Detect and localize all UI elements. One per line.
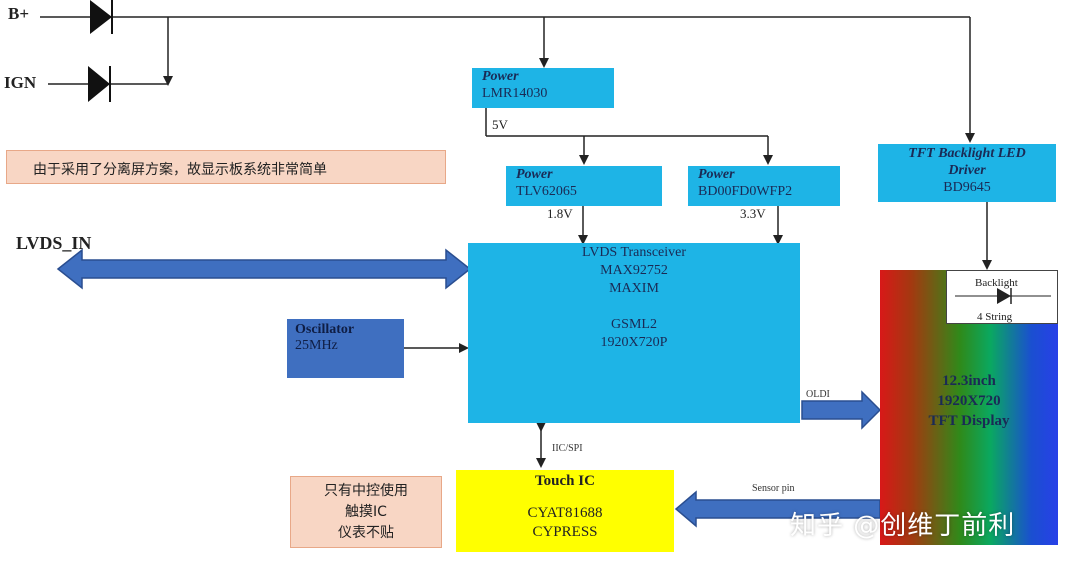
power-lmr-title: Power — [482, 69, 519, 84]
backlight-driver-title1: TFT Backlight LED — [908, 146, 1026, 161]
note-top: 由于采用了分离屏方案，故显示板系统非常简单 — [6, 150, 446, 184]
backlight-driver-part: BD9645 — [943, 180, 991, 195]
bplus-label: B+ — [8, 4, 30, 23]
lvds-line2: MAX92752 — [600, 263, 668, 278]
display-line2: 1920X720 — [937, 393, 1001, 409]
oscillator-box: Oscillator 25MHz — [287, 319, 404, 378]
five-volt-label: 5V — [492, 117, 508, 132]
sensor-pin-label: Sensor pin — [752, 483, 795, 494]
power-tlv62065-box: Power TLV62065 — [506, 166, 662, 206]
backlight-driver-title2: Driver — [948, 163, 986, 178]
lvds-transceiver-box: LVDS Transceiver MAX92752 MAXIM GSML2 19… — [468, 243, 800, 423]
note-bottom: 只有中控使用 触摸IC 仪表不贴 — [290, 476, 442, 548]
lvds-in-label: LVDS_IN — [16, 233, 92, 253]
lvds-line1: LVDS Transceiver — [581, 245, 687, 260]
oscillator-title: Oscillator — [295, 322, 355, 337]
power-bd00fd0wfp2-box: Power BD00FD0WFP2 — [688, 166, 840, 206]
touch-ic-box: Touch IC CYAT81688 CYPRESS — [456, 470, 674, 552]
touch-vendor: CYPRESS — [532, 524, 598, 540]
display-line1: 12.3inch — [942, 373, 996, 389]
backlight-label: Backlight — [975, 277, 1018, 289]
lvds-line5: 1920X720P — [600, 335, 668, 350]
display-line3: TFT Display — [928, 413, 1010, 429]
backlight-panel: Backlight 4 String — [946, 270, 1058, 324]
iic-spi-label: IIC/SPI — [552, 443, 583, 454]
power-bd-title: Power — [698, 167, 735, 182]
touch-title: Touch IC — [535, 473, 595, 489]
v18-label: 1.8V — [547, 206, 573, 221]
ign-diode — [88, 66, 110, 102]
oscillator-freq: 25MHz — [295, 338, 338, 353]
bplus-diode — [90, 0, 112, 34]
power-tlv-title: Power — [516, 167, 553, 182]
lvds-line3: MAXIM — [609, 281, 659, 296]
oldi-label: OLDI — [806, 389, 830, 400]
note-bottom-line3: 仪表不贴 — [338, 525, 394, 541]
power-bd-part: BD00FD0WFP2 — [698, 184, 793, 199]
power-lmr14030-box: Power LMR14030 — [472, 68, 614, 108]
lvds-line4: GSML2 — [611, 317, 657, 332]
v33-label: 3.3V — [740, 206, 766, 221]
sensor-arrow — [674, 490, 881, 528]
backlight-driver-box: TFT Backlight LED Driver BD9645 — [878, 144, 1056, 202]
touch-part: CYAT81688 — [527, 505, 603, 521]
power-tlv-part: TLV62065 — [516, 184, 577, 199]
tft-display-panel: Backlight 4 String 12.3inch 1920X720 TFT… — [880, 270, 1058, 545]
lvds-in-arrow — [56, 248, 472, 290]
note-bottom-line1: 只有中控使用 — [324, 483, 408, 499]
backlight-led-icon — [955, 288, 1051, 304]
power-lmr-part: LMR14030 — [482, 86, 548, 101]
oldi-arrow — [801, 390, 882, 430]
strings-label: 4 String — [977, 311, 1013, 323]
note-bottom-line2: 触摸IC — [345, 504, 387, 520]
watermark: 知乎 @创维丁前利 — [790, 511, 1016, 541]
ign-label: IGN — [4, 73, 37, 92]
